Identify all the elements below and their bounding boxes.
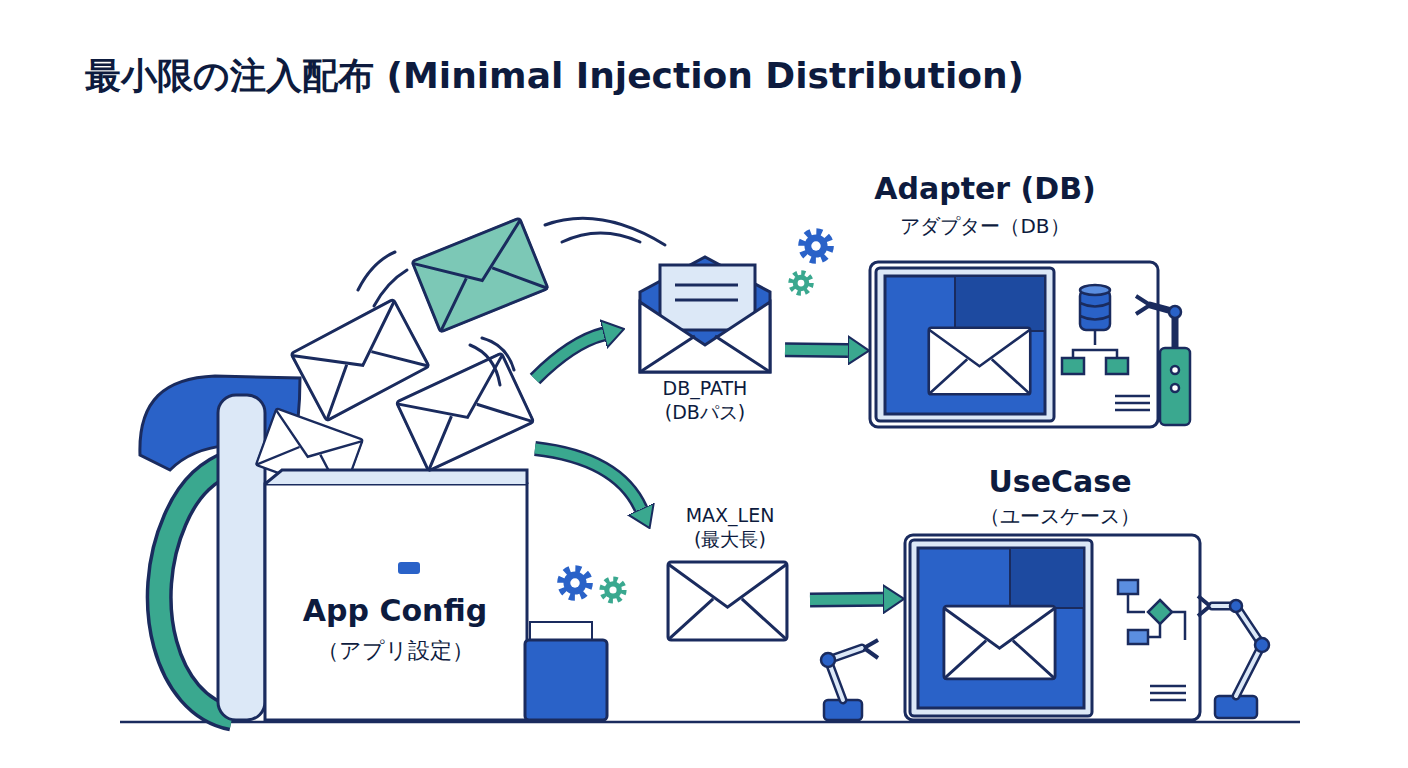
usecase-machine — [1118, 580, 1186, 700]
arrow-outline — [785, 342, 848, 358]
flow-arrow — [535, 334, 604, 379]
motion-lines — [470, 345, 500, 385]
robot-arm — [864, 640, 878, 658]
motion-lines — [358, 218, 665, 385]
flow-arrow — [810, 599, 883, 601]
arrow-shaft — [785, 345, 848, 356]
node-sublabel: (最大長) — [480, 529, 980, 551]
node-label: DB_PATH — [455, 378, 955, 400]
closed-envelope — [668, 562, 787, 640]
open-envelope — [640, 257, 770, 372]
gear-icon — [791, 273, 811, 293]
usecase-machine — [1148, 600, 1172, 624]
gear-icon — [561, 569, 588, 596]
node-label: UseCase — [810, 465, 1310, 500]
open-envelope — [640, 336, 770, 372]
config-box: App Config（アプリ設定） — [215, 372, 535, 720]
robot-arm — [821, 640, 878, 720]
adapter-machine — [1106, 358, 1128, 374]
motion-lines — [482, 338, 514, 370]
usecase-machine — [905, 535, 1200, 720]
file-tray — [525, 640, 607, 720]
adapter-machine — [1171, 366, 1179, 374]
robot-arm — [1212, 606, 1262, 696]
adapter-machine — [870, 262, 1190, 427]
usecase-machine — [1118, 580, 1138, 594]
box-handle — [398, 562, 420, 574]
usecase-machine — [1128, 594, 1145, 612]
adapter-machine — [1115, 396, 1150, 410]
usecase-machine — [918, 548, 1084, 708]
adapter-machine — [1062, 285, 1150, 410]
open-envelope — [675, 285, 738, 300]
usecase-machine: UseCase（ユースケース） — [905, 460, 1205, 722]
usecase-machine — [1150, 686, 1186, 700]
usecase-machine — [1128, 630, 1148, 644]
adapter-machine: Adapter (DB)アダプター（DB） — [870, 170, 1190, 428]
adapter-machine — [870, 262, 1158, 427]
adapter-machine — [1160, 348, 1190, 425]
box-lid-panel — [218, 395, 265, 720]
adapter-machine — [1171, 384, 1179, 392]
arrow-shaft — [810, 594, 883, 605]
arrow-shaft — [535, 449, 641, 509]
node-sublabel: （ユースケース） — [810, 505, 1310, 528]
motion-lines — [374, 270, 407, 306]
usecase-machine — [910, 540, 1092, 716]
adapter-machine — [1073, 330, 1117, 358]
arrow-outline — [535, 449, 641, 509]
flow-arrow — [785, 349, 848, 351]
flying-envelope — [412, 218, 548, 332]
adapter-machine — [1080, 303, 1110, 320]
node-label: Adapter (DB) — [735, 172, 1235, 207]
arrow-outline — [535, 334, 604, 379]
node-label: MAX_LEN — [480, 505, 980, 527]
adapter-machine — [929, 328, 1031, 395]
robot-arm — [1198, 596, 1269, 718]
robot-arm — [1230, 600, 1242, 612]
usecase-machine — [905, 535, 1200, 720]
node-sublabel: アダプター（DB） — [735, 215, 1235, 238]
node-label: App Config — [145, 594, 645, 629]
usecase-machine — [1148, 612, 1185, 640]
gear-icon — [802, 232, 829, 259]
parameter-envelope: MAX_LEN(最大長) — [650, 500, 810, 645]
robot-arm — [1198, 596, 1210, 616]
usecase-machine — [1010, 548, 1084, 608]
box-rim — [265, 470, 527, 484]
adapter-machine — [876, 268, 1054, 421]
adapter-machine — [1136, 296, 1190, 425]
open-envelope — [640, 302, 770, 372]
robot-arm — [821, 653, 835, 667]
robot-arm — [1255, 638, 1269, 652]
usecase-machine — [944, 606, 1055, 679]
arrow-outline — [810, 592, 883, 608]
gear-icon — [603, 580, 624, 601]
adapter-machine — [885, 276, 1045, 414]
adapter-machine — [955, 276, 1045, 331]
adapter-machine — [1080, 285, 1110, 295]
node-sublabel: （アプリ設定） — [145, 638, 645, 663]
arrow-shaft — [535, 334, 604, 379]
robot-arm — [1212, 606, 1262, 696]
adapter-machine — [1062, 358, 1084, 374]
parameter-envelope: DB_PATH(DBパス) — [625, 250, 785, 425]
motion-lines — [562, 233, 640, 242]
motion-lines — [545, 218, 665, 245]
adapter-machine — [1136, 296, 1150, 314]
adapter-machine — [1169, 306, 1181, 318]
flow-arrow — [535, 449, 641, 509]
diagram-title: 最小限の注入配布 (Minimal Injection Distribution… — [85, 52, 1024, 101]
node-sublabel: (DBパス) — [455, 402, 955, 424]
config-box-illustration — [140, 218, 665, 720]
open-envelope — [640, 257, 770, 372]
